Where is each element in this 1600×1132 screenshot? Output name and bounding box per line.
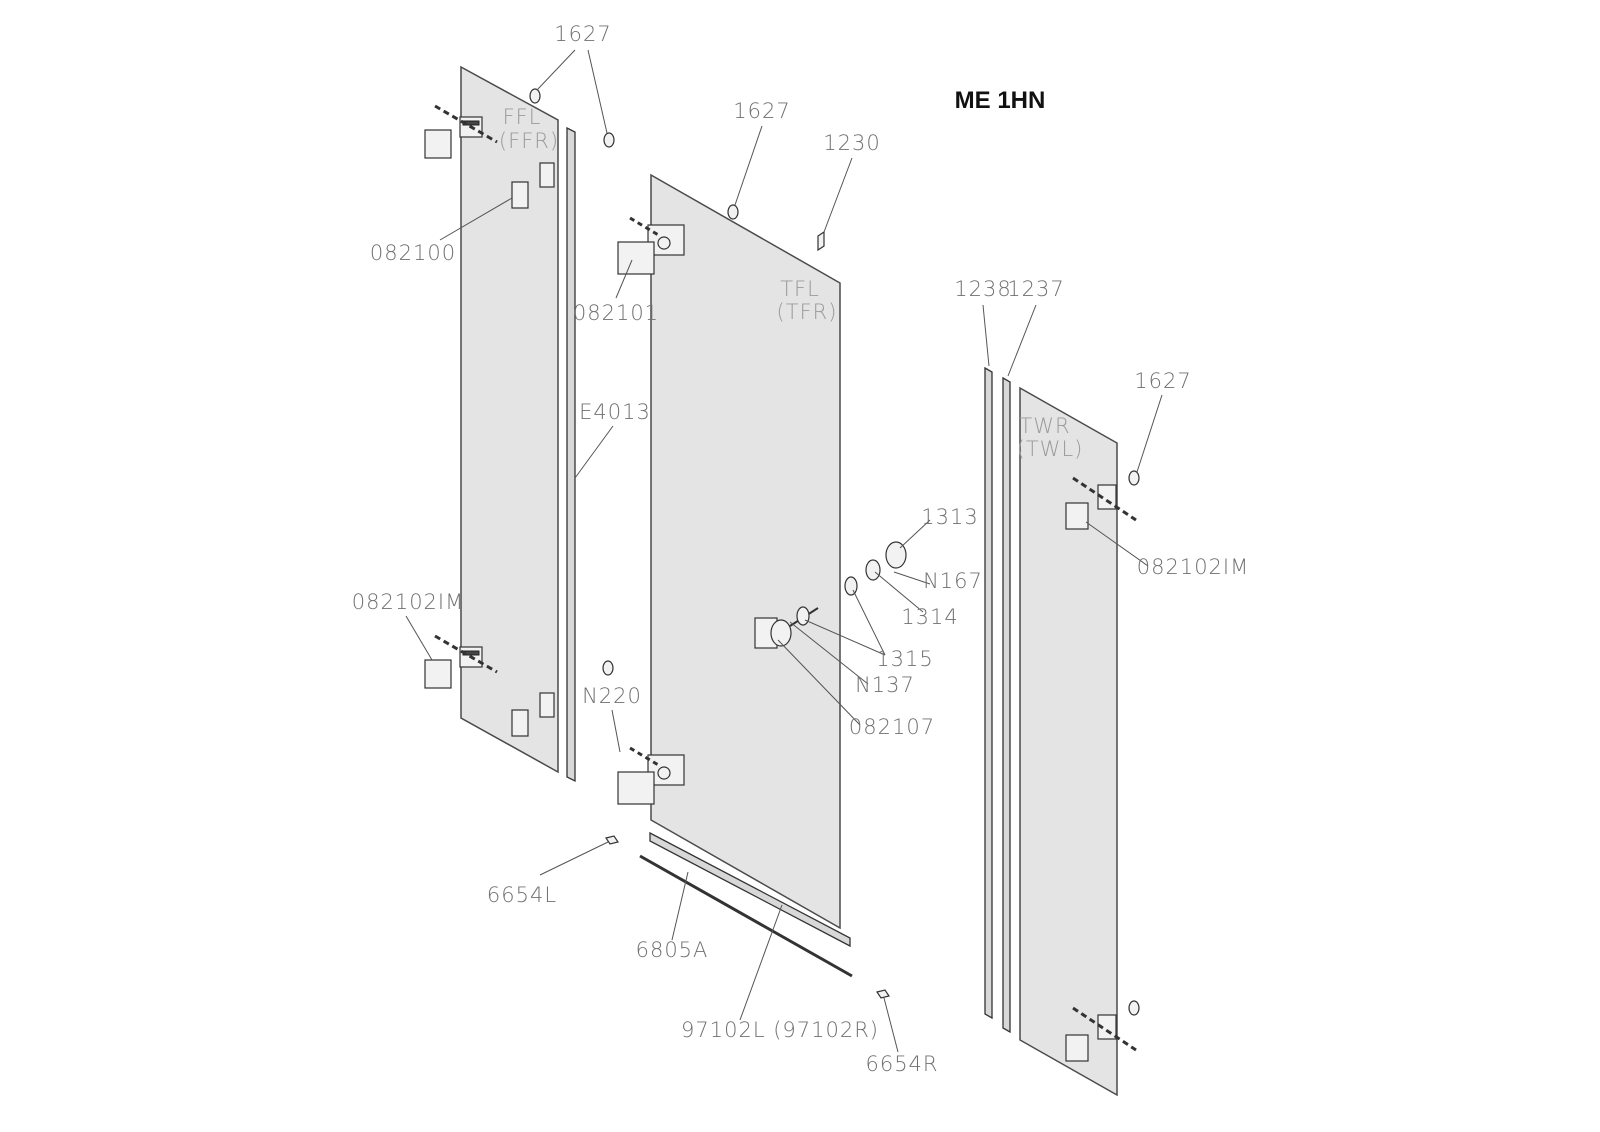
panel-label-fixed: FFL: [503, 105, 542, 129]
cap-n220: [602, 660, 614, 676]
end-cap-6654l: [605, 835, 619, 845]
part-label: 082101: [573, 301, 659, 325]
part-label: 1314: [901, 605, 958, 629]
profile-1238: [984, 366, 993, 1020]
panel-label-wall: TWR: [1019, 414, 1070, 438]
part-label: 1313: [921, 505, 978, 529]
hinge-door-bottom: [617, 746, 685, 805]
part-label: N220: [582, 684, 642, 708]
part-label: 082107: [849, 715, 935, 739]
hinge-top-left: [424, 104, 555, 209]
part-label: 6654R: [865, 1052, 938, 1076]
panel-label-fixed-alt: (FFR): [499, 129, 559, 153]
door-panel: [650, 173, 841, 930]
part-label: 1627: [733, 99, 790, 123]
clip-1230: [817, 230, 825, 252]
part-label: 082102IM: [1137, 555, 1249, 579]
part-label: 1230: [823, 131, 880, 155]
part-label: 1627: [1134, 369, 1191, 393]
part-label: 97102L (97102R): [681, 1018, 879, 1042]
part-label: 6654L: [487, 883, 557, 907]
panel-label-wall-alt: (TWL): [1017, 437, 1084, 461]
cap-1627-a: [529, 88, 541, 104]
part-label: N167: [923, 569, 983, 593]
cap-1627-b: [603, 132, 615, 148]
cap-1627-d: [1128, 470, 1140, 486]
part-label: 1237: [1007, 277, 1064, 301]
part-label: 6805A: [636, 938, 709, 962]
cap-1627-c: [727, 204, 739, 220]
seal-6805a: [639, 854, 853, 978]
seal-strip-e4013: [566, 126, 576, 783]
diagram-title: ME 1HN: [955, 87, 1046, 114]
panel-label-door-alt: (TFR): [777, 300, 838, 324]
end-cap-6654r: [876, 989, 890, 999]
profile-1237: [1002, 376, 1011, 1034]
hinge-wall-bottom: [1065, 1006, 1137, 1062]
leader-lines: [405, 49, 1163, 1053]
part-label: 1238: [954, 277, 1011, 301]
fixed-panel: [460, 65, 559, 774]
hinge-bottom-left: [424, 634, 555, 737]
rail-97102l: [649, 831, 851, 948]
cap-1627-e: [1128, 1000, 1140, 1016]
part-label: 1315: [876, 647, 933, 671]
part-label: 082100: [370, 241, 456, 265]
hinge-door-top: [617, 216, 685, 275]
wall-panel: [1019, 386, 1118, 1097]
part-label: N137: [855, 673, 915, 697]
part-label: 1627: [554, 22, 611, 46]
panel-label-door: TFL: [780, 277, 820, 301]
part-label: 082102IM: [352, 590, 464, 614]
handle-assembly: [754, 541, 907, 649]
hinge-wall-top: [1065, 476, 1137, 530]
part-label: E4013: [579, 400, 651, 424]
